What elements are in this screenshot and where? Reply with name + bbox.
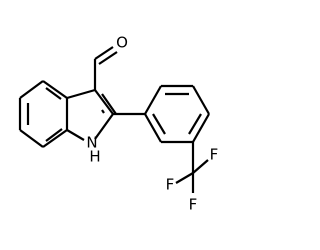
- bond: [42, 80, 68, 99]
- bond: [101, 109, 105, 114]
- oxygen-label: O: [116, 34, 128, 52]
- bond: [144, 113, 162, 143]
- bond: [19, 129, 44, 148]
- double-bond-inner: [45, 128, 63, 142]
- bond: [192, 159, 209, 174]
- indole-benzene-ring: [18, 80, 69, 148]
- double-bond: [98, 51, 118, 65]
- bond: [94, 89, 114, 115]
- bond: [192, 113, 210, 143]
- indole-pyrrole-ring: [66, 88, 117, 141]
- bond: [94, 113, 114, 140]
- double-bond-inner: [101, 93, 117, 115]
- trifluoromethyl-group: [175, 142, 209, 193]
- bond: [175, 172, 194, 184]
- chemical-structure: O N H F F F: [18, 34, 219, 214]
- bond: [66, 129, 85, 141]
- fluorine-label-bottom: F: [189, 196, 198, 214]
- fluorine-label-left: F: [166, 176, 175, 194]
- bond: [42, 129, 68, 148]
- hydrogen-label: H: [89, 148, 100, 166]
- double-bond-inner: [188, 113, 202, 135]
- bond: [192, 85, 210, 115]
- nitrogen-label: N: [86, 134, 97, 152]
- bond: [19, 80, 44, 99]
- double-bond-inner: [45, 87, 62, 100]
- phenyl-ring: [144, 84, 210, 144]
- bond: [144, 85, 162, 115]
- fluorine-label-top: F: [210, 146, 219, 164]
- bond: [66, 88, 96, 100]
- double-bond-inner: [152, 113, 166, 135]
- bond: [94, 46, 114, 60]
- aldehyde-group: [93, 46, 118, 90]
